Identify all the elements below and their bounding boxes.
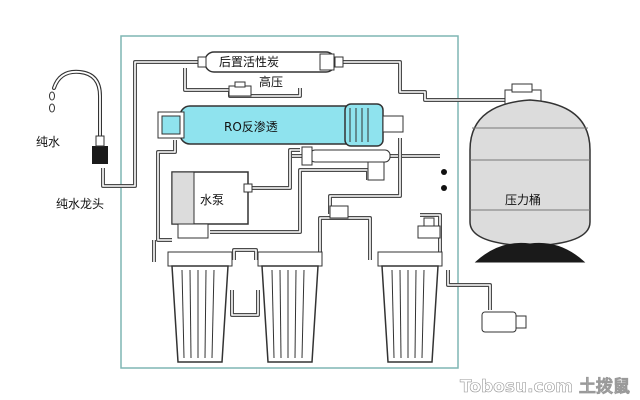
pump	[171, 171, 253, 239]
indicator-led-1	[441, 169, 447, 175]
watermark: Tobosu.com 土拨鼠	[460, 376, 630, 397]
solenoid-valve	[329, 205, 441, 239]
pressure-tank-label: 压力桶	[505, 192, 541, 207]
pure-water-faucet	[52, 69, 108, 164]
ro-membrane-housing	[157, 103, 404, 147]
post-carbon-label: 后置活性炭	[219, 55, 279, 69]
post-carbon-filter	[197, 51, 344, 73]
ro-membrane-label: RO反渗透	[224, 119, 278, 134]
housing-frame	[120, 35, 459, 369]
water-drops	[49, 91, 55, 113]
pump-label: 水泵	[200, 193, 224, 207]
pressure-tank	[469, 83, 591, 263]
filter-canister-2	[257, 251, 323, 363]
drain-fitting	[481, 311, 527, 333]
indicator-led-2	[441, 185, 447, 191]
pure-water-label: 纯水	[36, 135, 60, 149]
filter-canister-3	[377, 251, 443, 363]
flush-valve	[301, 146, 391, 181]
filter-canister-1	[167, 251, 233, 363]
pure-faucet-label: 纯水龙头	[56, 197, 104, 211]
high-pressure-switch	[228, 81, 252, 97]
high-pressure-label: 高压	[259, 74, 283, 89]
